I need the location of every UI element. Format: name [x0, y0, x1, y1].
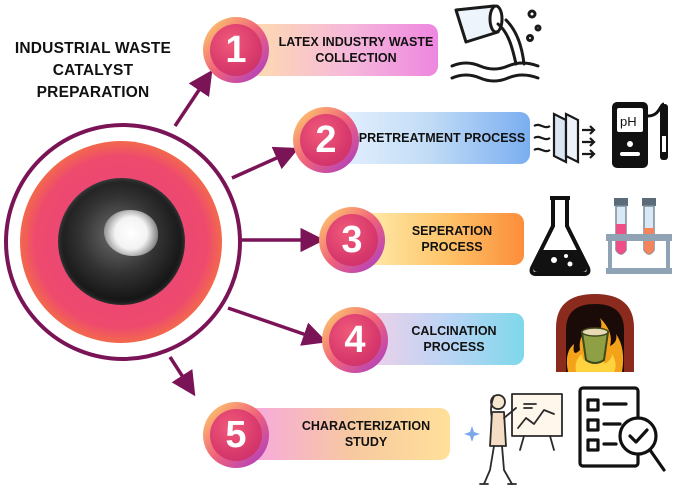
catalyst-powder [104, 210, 158, 256]
furnace-crucible-icon [556, 294, 634, 372]
arrow-to-step-5 [168, 356, 196, 397]
step-5-number: 5 [210, 409, 262, 461]
step-2-label-box: PRETREATMENT PROCESS [326, 112, 530, 164]
researcher-presenting-icon [464, 393, 563, 485]
checklist-magnifier-icon [578, 386, 666, 472]
step-1-label: LATEX INDUSTRY WASTE COLLECTION [278, 35, 434, 65]
step-5-label: CHARACTERIZATION STUDY [301, 419, 431, 449]
step-1-badge: 1 [203, 17, 269, 83]
ph-meter-icon: pH [612, 102, 668, 168]
conical-flask-icon [529, 196, 591, 276]
step-2-number: 2 [300, 114, 352, 166]
step-4-number: 4 [329, 314, 381, 366]
step-3-label: SEPERATION PROCESS [411, 224, 493, 254]
filter-membrane-icon [533, 112, 596, 164]
pouring-waste-water-icon [450, 4, 542, 83]
svg-text:pH: pH [620, 114, 637, 129]
arrow-to-step-2 [231, 146, 299, 180]
test-tubes-rack-icon [606, 198, 672, 274]
arrow-to-step-4 [227, 306, 328, 346]
step-5-badge: 5 [203, 402, 269, 468]
step-4-label: CALCINATION PROCESS [411, 324, 497, 354]
step-3-number: 3 [326, 214, 378, 266]
step-2-label: PRETREATMENT PROCESS [358, 131, 526, 145]
step-3-badge: 3 [319, 207, 385, 273]
step-5-label-box: CHARACTERIZATION STUDY [236, 408, 450, 460]
step-2-badge: 2 [293, 107, 359, 173]
step-1-number: 1 [210, 24, 262, 76]
diagram-title: INDUSTRIAL WASTE CATALYST PREPARATION [14, 40, 172, 101]
step-4-badge: 4 [322, 307, 388, 373]
step-1-label-box: LATEX INDUSTRY WASTE COLLECTION [236, 24, 438, 76]
